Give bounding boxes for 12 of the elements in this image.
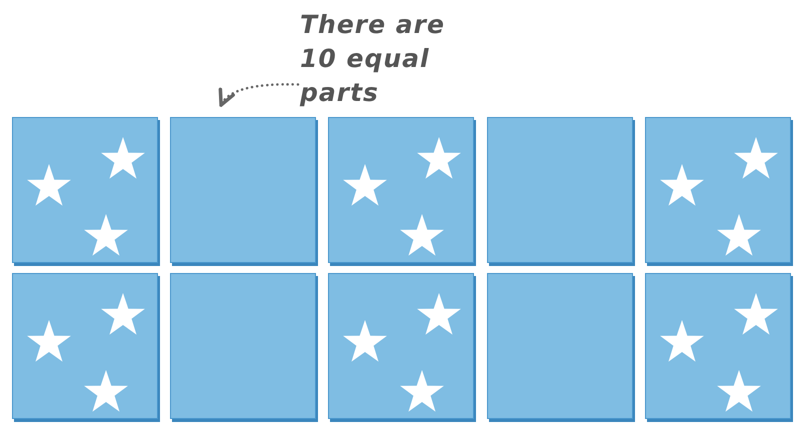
square-tile	[487, 117, 633, 263]
square-tile	[487, 273, 633, 419]
square-tile	[645, 117, 791, 263]
leader-arrow	[219, 83, 300, 107]
square-tile	[645, 273, 791, 419]
square-tile	[328, 117, 474, 263]
annotation-text: There are 10 equal parts	[300, 8, 475, 110]
square-tile	[328, 273, 474, 419]
square-tile	[170, 117, 316, 263]
square-tile	[12, 117, 158, 263]
square-tile	[170, 273, 316, 419]
square-tile	[12, 273, 158, 419]
